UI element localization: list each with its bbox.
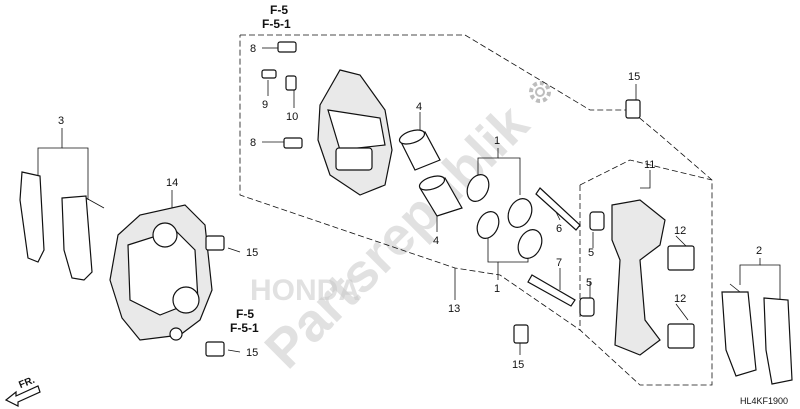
callout-1-b: 1 bbox=[494, 283, 500, 295]
callout-3: 3 bbox=[58, 115, 64, 127]
callout-7: 7 bbox=[556, 257, 562, 269]
ref-f5-top: F-5 bbox=[270, 3, 288, 17]
callout-4-b: 4 bbox=[433, 235, 439, 247]
callout-9: 9 bbox=[262, 99, 268, 111]
ref-f5-bottom: F-5 bbox=[236, 307, 254, 321]
callout-15-a: 15 bbox=[246, 247, 258, 259]
callout-15-b: 15 bbox=[246, 347, 258, 359]
caliper-assembly bbox=[109, 204, 213, 341]
callout-5-b: 5 bbox=[586, 277, 592, 289]
callout-6: 6 bbox=[556, 223, 562, 235]
piston-upper bbox=[398, 129, 441, 171]
slide-pin-upper bbox=[535, 187, 605, 231]
callout-12-a: 12 bbox=[674, 225, 686, 237]
callout-8-b: 8 bbox=[250, 137, 256, 149]
piston-seals bbox=[466, 174, 543, 259]
brake-pad-right bbox=[721, 283, 793, 385]
callout-5-a: 5 bbox=[588, 247, 594, 259]
callout-12-b: 12 bbox=[674, 293, 686, 305]
watermark-brand: HONDA bbox=[250, 274, 360, 307]
caliper-body bbox=[317, 69, 393, 196]
callout-15-c: 15 bbox=[628, 71, 640, 83]
callout-8-a: 8 bbox=[250, 43, 256, 55]
bolts bbox=[205, 41, 641, 357]
ref-f51-top: F-5-1 bbox=[262, 17, 291, 31]
caliper-bracket bbox=[611, 199, 695, 356]
callout-14: 14 bbox=[166, 177, 178, 189]
ref-f51-bottom: F-5-1 bbox=[230, 321, 259, 335]
gear-icon bbox=[529, 81, 551, 103]
slide-pin-lower bbox=[527, 274, 595, 317]
watermark: Partsrepublik HONDA bbox=[250, 81, 551, 380]
callout-labels: 3 14 15 15 8 9 10 8 4 4 1 1 13 6 7 5 5 1… bbox=[58, 43, 762, 371]
callout-15-d: 15 bbox=[512, 359, 524, 371]
callout-10: 10 bbox=[286, 111, 298, 123]
callout-2: 2 bbox=[756, 245, 762, 257]
callout-1-a: 1 bbox=[494, 135, 500, 147]
callout-4-a: 4 bbox=[416, 101, 422, 113]
front-direction-arrow bbox=[4, 385, 41, 407]
callout-11: 11 bbox=[644, 159, 655, 171]
piston-lower bbox=[418, 175, 463, 217]
callout-13: 13 bbox=[448, 303, 460, 315]
reference-labels: F-5 F-5-1 F-5 F-5-1 FR. bbox=[17, 3, 291, 391]
diagram-code: HL4KF1900 bbox=[740, 396, 788, 406]
brake-pad-left bbox=[19, 171, 105, 281]
